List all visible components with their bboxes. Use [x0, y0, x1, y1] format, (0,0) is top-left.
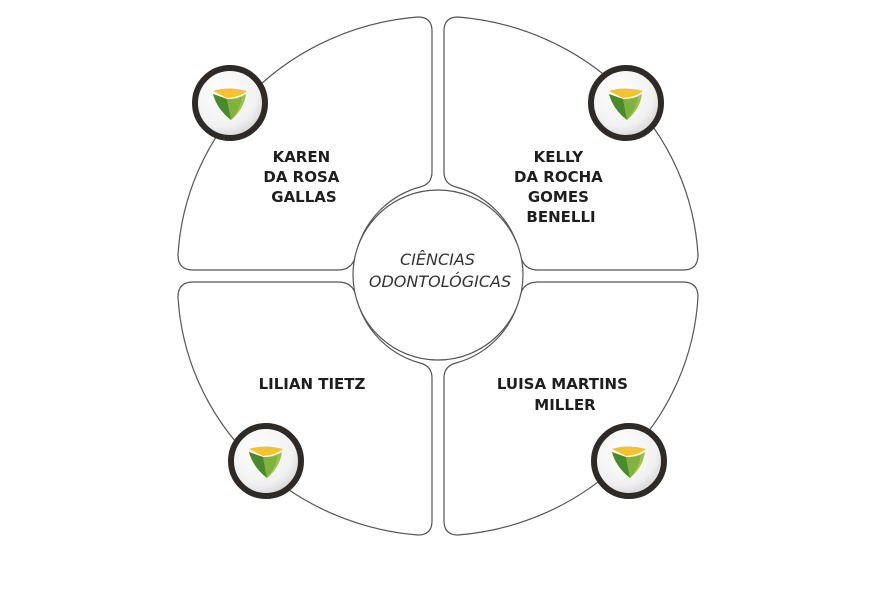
name-line: MILLER — [534, 396, 596, 414]
badge-top-left — [192, 65, 268, 141]
center-circle — [352, 189, 524, 361]
center-label: CIÊNCIAS ODONTOLÓGICAS — [369, 250, 511, 291]
name-line: GOMES — [528, 188, 589, 206]
name-bottom-right: LUISA MARTINS MILLER — [497, 375, 633, 414]
name-top-left: KAREN DA ROSA GALLAS — [263, 148, 344, 206]
name-line: LILIAN TIETZ — [259, 375, 366, 393]
badge-bottom-left — [228, 423, 304, 499]
badge-bottom-right — [591, 423, 667, 499]
name-top-right: KELLY DA ROCHA GOMES BENELLI — [514, 148, 608, 226]
name-line: DA ROSA — [263, 168, 339, 186]
name-line: BENELLI — [526, 208, 595, 226]
name-line: DA ROCHA — [514, 168, 603, 186]
name-bottom-left: LILIAN TIETZ — [259, 375, 366, 393]
name-line: GALLAS — [271, 188, 336, 206]
name-line: KAREN — [273, 148, 331, 166]
badge-top-right — [588, 65, 664, 141]
center-label-line: ODONTOLÓGICAS — [369, 272, 511, 291]
center-label-line: CIÊNCIAS — [400, 250, 475, 269]
name-line: KELLY — [534, 148, 585, 166]
name-line: LUISA MARTINS — [497, 375, 628, 393]
